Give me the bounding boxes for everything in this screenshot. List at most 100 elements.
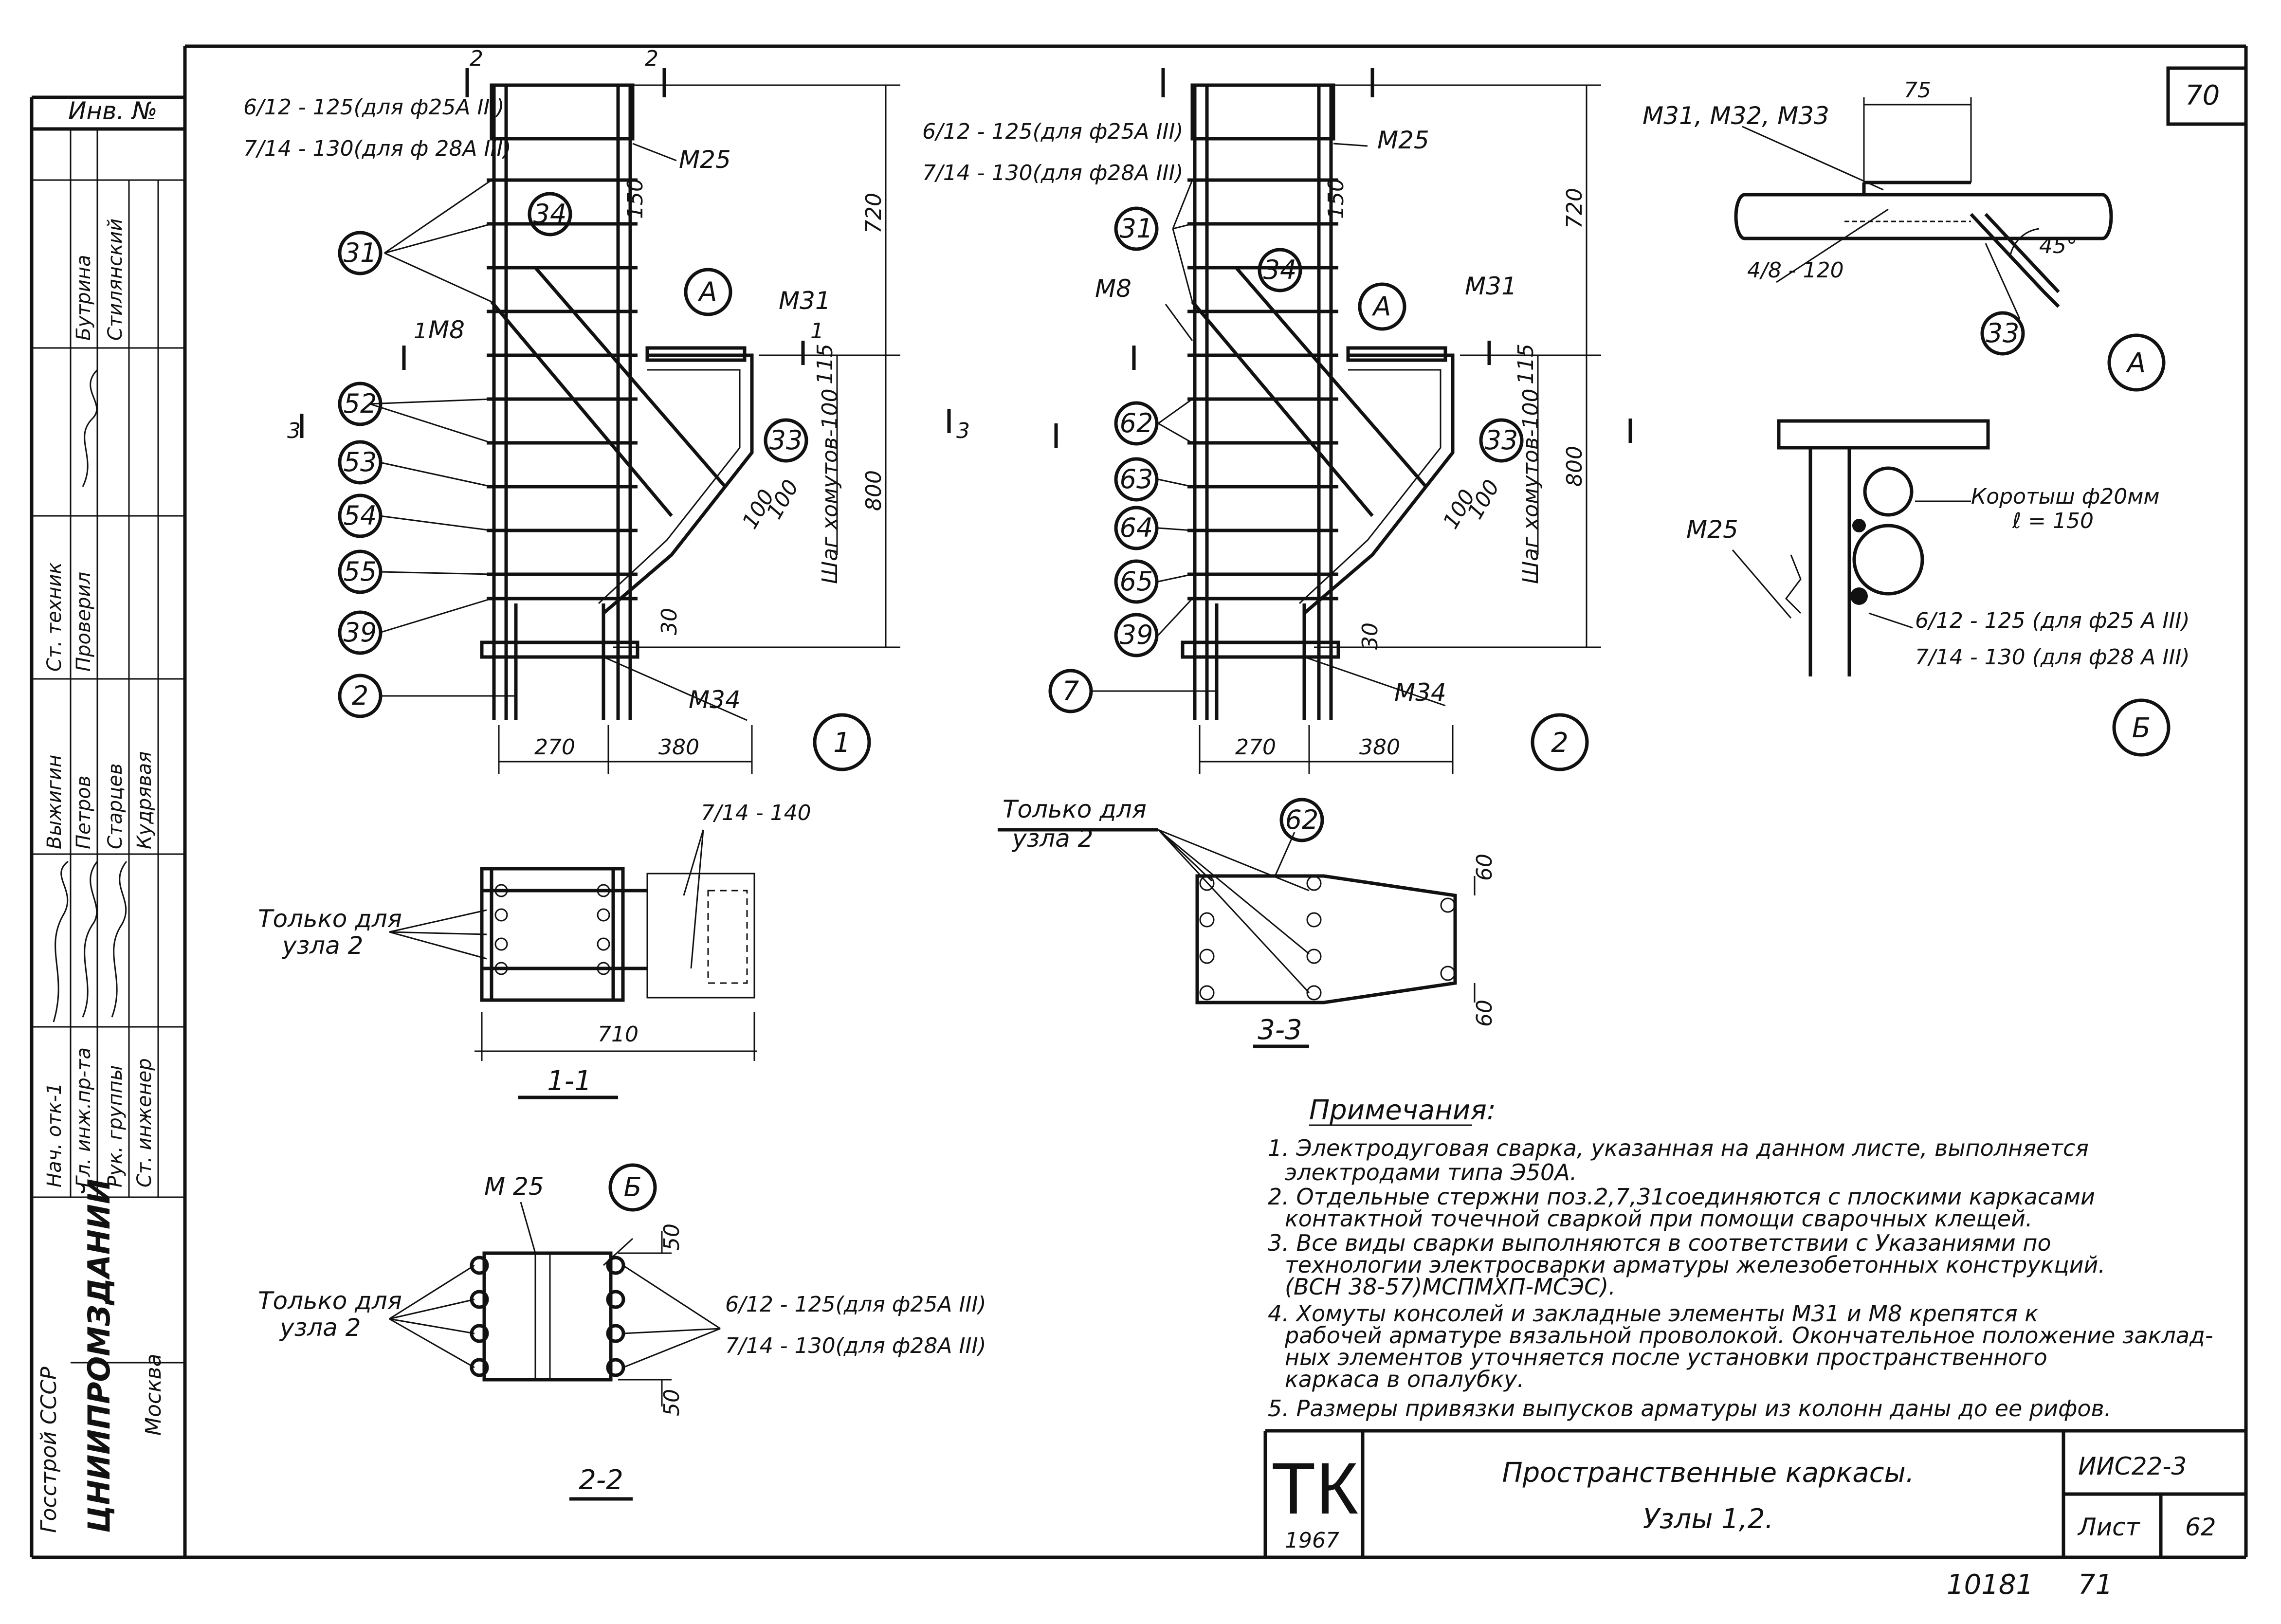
- section-1-1-only-for: Только для: [258, 905, 402, 933]
- view-2-spec-top-2: 7/14 - 130(для ф28А III): [922, 161, 1184, 185]
- view-1-balloon-a: А: [698, 276, 717, 307]
- view-2-balloon-63: 63: [1120, 464, 1153, 494]
- section-3-3-dim-60-bottom: 60: [1472, 1000, 1497, 1027]
- section-2-2-node-2: узла 2: [279, 1314, 361, 1342]
- view-1-mark-m8: М8: [428, 316, 465, 344]
- section-1-1-labels: Только для узла 2 7/14 - 140 710 1-1: [258, 801, 811, 1097]
- detail-b-short-bar: Коротыш ф20мм: [1971, 484, 2160, 509]
- detail-b-title-circle: [2112, 698, 2171, 757]
- view-2-balloon-39: 39: [1120, 620, 1153, 650]
- view-1-step: Шаг хомутов-100: [818, 388, 842, 584]
- title-block: [1263, 1429, 2246, 1557]
- view-2-balloon-31: 31: [1120, 213, 1153, 244]
- view-1-mark-m25: М25: [679, 146, 731, 174]
- stamp-role-4: Ст. инженер: [133, 1058, 156, 1187]
- view-2-balloon-a: А: [1372, 291, 1391, 322]
- detail-b-mark: М25: [1686, 515, 1738, 544]
- view-1-dim-150: 150: [623, 178, 648, 219]
- section-3-3-dim-60-top: 60: [1472, 854, 1497, 881]
- detail-a-title: А: [2126, 347, 2146, 379]
- section-2-2-mark: М 25: [484, 1172, 544, 1201]
- detail-a-balloon-33-circle: [1980, 311, 2025, 356]
- detail-a-drawing: [1734, 97, 2113, 319]
- stamp-role-6: Проверил: [73, 572, 95, 672]
- view-1-dim-30: 30: [657, 608, 682, 635]
- section-2-2-labels: М 25 Б 50 50 Только для узла 2 6/12 - 12…: [258, 1172, 986, 1496]
- view-1-title: 1: [833, 727, 851, 759]
- detail-a-spec: 4/8 - 120: [1747, 258, 1844, 283]
- view-2-dim-150: 150: [1324, 178, 1349, 219]
- stamp-name-3: Старцев: [104, 763, 127, 849]
- view-1-balloon-34: 34: [533, 199, 567, 229]
- detail-b-drawing: [1732, 419, 1990, 676]
- view-2-dim-380: 380: [1359, 735, 1400, 760]
- signatures: [53, 369, 128, 1022]
- stamp-name-6: Стилянский: [104, 219, 127, 341]
- view-1-drawing: [300, 68, 951, 774]
- detail-a-labels: М31, М32, М33 75 45° 4/8 - 120 33 А: [1642, 78, 2146, 379]
- view-2-balloon-7: 7: [1062, 675, 1079, 706]
- view-2-dim-30: 30: [1358, 622, 1383, 650]
- view-2-mark-m31: М31: [1465, 272, 1517, 300]
- view-1-balloon-31: 31: [344, 237, 377, 268]
- stamp-role-5: Ст. техник: [43, 562, 66, 672]
- detail-b-title: Б: [2132, 712, 2151, 744]
- detail-a-marks: М31, М32, М33: [1642, 102, 1829, 130]
- note-line-3: 2. Отдельные стержни поз.2,7,31соединяют…: [1268, 1184, 2095, 1210]
- view-2-mark-m8: М8: [1095, 274, 1131, 303]
- detail-b-short-length: ℓ = 150: [2012, 509, 2094, 533]
- view-2-spec-top-1: 6/12 - 125(для ф25А III): [922, 119, 1184, 144]
- view-1-section-3-left: 3: [287, 419, 301, 443]
- section-2-2-title: 2-2: [579, 1464, 623, 1496]
- note-line-5: 3. Все виды сварки выполняются в соответ…: [1268, 1230, 2051, 1256]
- note-line-8: 4. Хомуты консолей и закладные элементы …: [1268, 1300, 2038, 1327]
- section-1-1-drawing: [389, 829, 757, 1099]
- drawing-title-line-1: Пространственные каркасы.: [1502, 1457, 1915, 1489]
- sheet-code: ИИС22-3: [2078, 1452, 2187, 1480]
- stamp-name-5: Бутрина: [73, 255, 95, 341]
- notes-heading: Примечания:: [1309, 1095, 1496, 1126]
- view-2-title: 2: [1551, 727, 1569, 759]
- view-1-spec-top-1: 6/12 - 125(для ф25А III): [243, 95, 505, 120]
- section-1-1-dim-710: 710: [598, 1022, 639, 1047]
- view-1-balloons: [338, 192, 871, 771]
- section-2-2-spec-1: 6/12 - 125(для ф25А III): [725, 1292, 986, 1317]
- section-3-3-title: 3-3: [1258, 1014, 1302, 1046]
- org-gosstroy: Госстрой СССР: [36, 1367, 61, 1533]
- section-2-2-only-for: Только для: [258, 1287, 402, 1315]
- view-1-dim-720: 720: [861, 193, 886, 234]
- section-1-1-title: 1-1: [547, 1065, 591, 1097]
- org-institute: ЦНИИПРОМЗДАНИЙ: [81, 1179, 117, 1533]
- section-3-3-node-2: узла 2: [1011, 824, 1093, 853]
- sheet-frame: [30, 44, 2248, 1559]
- section-2-2-spec-2: 7/14 - 130(для ф28А III): [725, 1333, 986, 1358]
- view-2-drawing: [1054, 68, 1632, 774]
- view-2-balloon-34: 34: [1263, 255, 1297, 285]
- view-1-dim-270: 270: [534, 735, 575, 760]
- view-1-mark-m31: М31: [779, 287, 831, 315]
- detail-b-labels: М25 Коротыш ф20мм ℓ = 150 6/12 - 125 (дл…: [1686, 484, 2190, 744]
- detail-a-dim-75: 75: [1904, 78, 1931, 103]
- note-line-11: каркаса в опалубку.: [1285, 1366, 1524, 1392]
- org-city: Москва: [141, 1353, 166, 1436]
- view-1-section-2-left: 2: [470, 46, 483, 71]
- view-2-mark-m25: М25: [1377, 126, 1429, 154]
- section-1-1-node-2: узла 2: [281, 931, 363, 960]
- view-1-section-3-right: 3: [956, 419, 970, 443]
- view-1-dim-380: 380: [658, 735, 699, 760]
- view-1-balloon-2: 2: [352, 680, 368, 711]
- stamp-name-4: Кудрявая: [133, 751, 156, 849]
- stamp-role-2: Гл. инж.пр-та: [73, 1047, 95, 1187]
- view-1-balloon-33: 33: [769, 425, 803, 456]
- view-1-balloon-54: 54: [344, 500, 377, 531]
- tk-label: ТК: [1271, 1447, 1358, 1529]
- detail-b-spec-2: 7/14 - 130 (для ф28 А III): [1915, 645, 2190, 670]
- bottom-number-2: 71: [2078, 1569, 2113, 1601]
- notes-block: Примечания: 1. Электродуговая сварка, ук…: [1268, 1095, 2213, 1422]
- note-line-10: ных элементов уточняется после установки…: [1285, 1344, 2047, 1370]
- view-2-balloon-65: 65: [1120, 566, 1153, 597]
- detail-a-angle: 45°: [2039, 234, 2077, 258]
- section-3-3-balloon-62: 62: [1285, 804, 1319, 835]
- view-1-dim-115: 115: [813, 344, 838, 384]
